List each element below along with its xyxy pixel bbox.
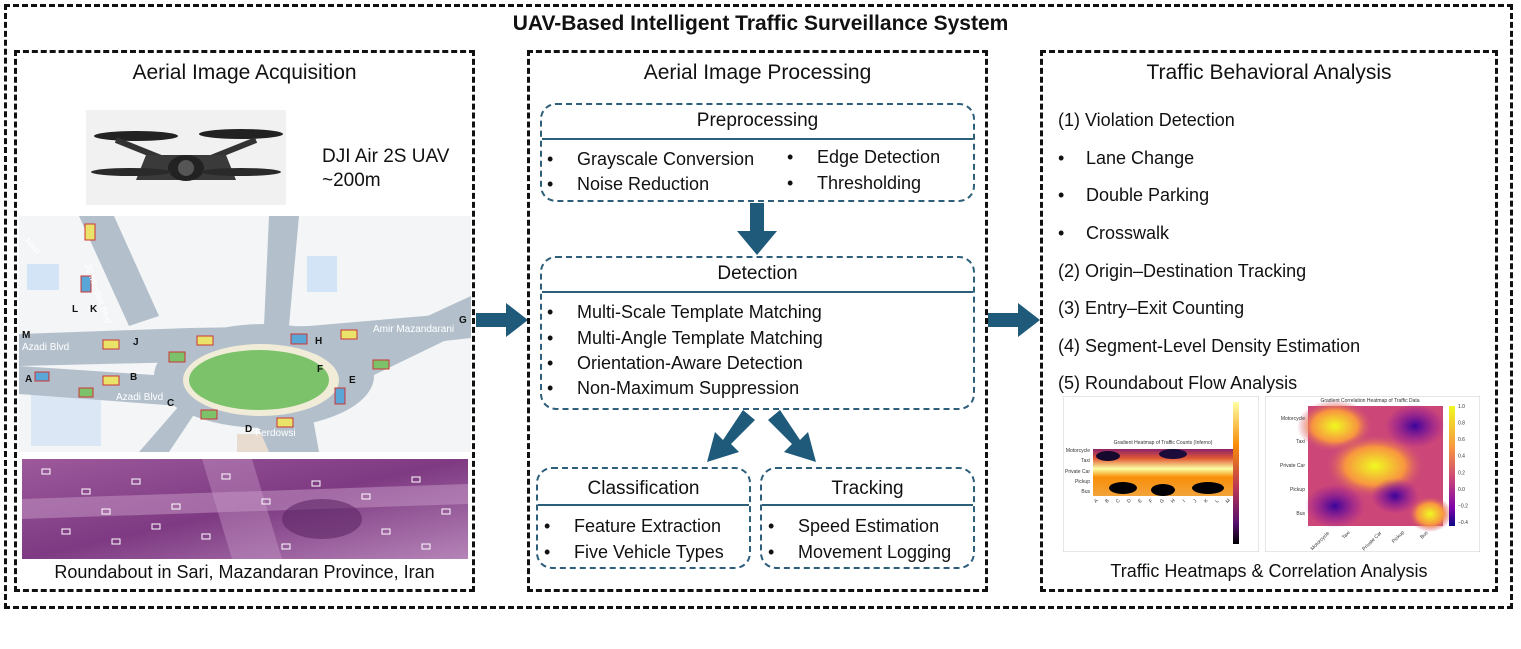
classification-item: Feature Extraction bbox=[544, 516, 721, 537]
map-label-a: A bbox=[25, 374, 33, 385]
preprocessing-item: Edge Detection bbox=[787, 147, 940, 168]
heatmap1-col-label: C bbox=[1115, 498, 1122, 505]
road-label-amir-mazandarani: Amir Mazandarani bbox=[373, 324, 455, 335]
preprocessing-item: Grayscale Conversion bbox=[547, 149, 754, 170]
map-label-m: M bbox=[22, 330, 31, 341]
heatmap2-scale-label: 0.4 bbox=[1458, 454, 1465, 460]
uav-label: DJI Air 2S UAV bbox=[322, 146, 450, 167]
analysis-item: (1) Violation Detection bbox=[1058, 110, 1235, 130]
map-label-c: C bbox=[167, 398, 175, 409]
analysis-sub-item: Crosswalk bbox=[1058, 223, 1169, 244]
uav-altitude: ~200m bbox=[322, 170, 381, 191]
tracking-item: Movement Logging bbox=[768, 542, 951, 563]
panel-acquisition: Aerial Image Acquisition bbox=[14, 50, 475, 592]
heatmap1-col-label: D bbox=[1126, 498, 1133, 505]
map-label-e: E bbox=[349, 375, 356, 386]
heatmap1-col-label: B bbox=[1104, 498, 1111, 505]
heatmap1-title: Gradient Heatmap of Traffic Counts (Infe… bbox=[1114, 440, 1213, 446]
heatmap1-col-label: K bbox=[1203, 498, 1210, 505]
heatmap2-row-label: Motorcycle bbox=[1281, 416, 1305, 422]
tracking-item: Speed Estimation bbox=[768, 516, 939, 537]
heatmap2-scale-label: −0.4 bbox=[1458, 520, 1468, 526]
detection-item: Orientation-Aware Detection bbox=[547, 353, 803, 374]
heatmap1-col-label: A bbox=[1093, 498, 1100, 505]
heatmap1-row-label: Taxi bbox=[1081, 458, 1090, 464]
heatmap1-row-label: Bus bbox=[1081, 489, 1090, 495]
heatmap2-scale-label: −0.2 bbox=[1458, 503, 1468, 509]
detection-item: Non-Maximum Suppression bbox=[547, 378, 799, 399]
heatmap2-row-label: Taxi bbox=[1296, 439, 1305, 445]
map-label-f: F bbox=[317, 364, 324, 375]
analysis-item: (2) Origin–Destination Tracking bbox=[1058, 261, 1307, 281]
heatmap1-col-label: F bbox=[1148, 498, 1154, 504]
panel-acquisition-title: Aerial Image Acquisition bbox=[132, 61, 357, 84]
heatmap2-row-label: Bus bbox=[1296, 511, 1305, 517]
arrow-acquisition-to-processing bbox=[476, 303, 528, 337]
heatmap2-scale-label: 0.6 bbox=[1458, 437, 1465, 443]
heatmap1-col-label: M bbox=[1225, 498, 1232, 505]
map-label-b: B bbox=[130, 372, 138, 383]
arrow-processing-to-analysis bbox=[988, 303, 1040, 337]
drone-icon bbox=[86, 110, 286, 205]
analysis-item: (4) Segment-Level Density Estimation bbox=[1058, 336, 1361, 356]
heatmap2-scale-label: 0.8 bbox=[1458, 421, 1465, 427]
arrow-down-to-tracking bbox=[768, 410, 816, 462]
heatmap2-col-label: Taxi bbox=[1341, 530, 1352, 541]
heatmap1-col-label: G bbox=[1159, 498, 1166, 505]
preprocessing-header: Preprocessing bbox=[542, 105, 973, 140]
map-label-h: H bbox=[315, 336, 323, 347]
heatmap1-row-label: Motorcycle bbox=[1066, 448, 1090, 454]
heatmap1-row-label: Private Car bbox=[1065, 469, 1090, 475]
map-label-g: G bbox=[459, 315, 467, 326]
analysis-item: (5) Roundabout Flow Analysis bbox=[1058, 373, 1298, 393]
arrow-down-to-classification bbox=[707, 410, 755, 462]
detection-item: Multi-Angle Template Matching bbox=[547, 328, 823, 349]
heatmap2-row-label: Private Car bbox=[1280, 463, 1305, 469]
aerial-photo bbox=[22, 459, 468, 559]
heatmap1-col-label: I bbox=[1182, 499, 1187, 504]
detection-item: Multi-Scale Template Matching bbox=[547, 302, 822, 323]
correlation-heatmap: Gradient Correlation Heatmap of Traffic … bbox=[1265, 396, 1480, 552]
panel-processing-title: Aerial Image Processing bbox=[643, 61, 872, 84]
panel-processing: Aerial Image Processing bbox=[527, 50, 988, 592]
heatmap2-row-label: Pickup bbox=[1290, 487, 1305, 493]
roundabout-map bbox=[19, 216, 471, 452]
heatmap1-row-label: Pickup bbox=[1075, 479, 1090, 485]
heatmap2-scale-label: 1.0 bbox=[1458, 404, 1465, 410]
diagram-title: UAV-Based Intelligent Traffic Surveillan… bbox=[512, 12, 1009, 35]
tracking-header: Tracking bbox=[762, 469, 973, 506]
acquisition-caption: Roundabout in Sari, Mazandaran Province,… bbox=[54, 562, 435, 582]
heatmap2-title: Gradient Correlation Heatmap of Traffic … bbox=[1320, 398, 1419, 404]
map-label-l: L bbox=[72, 304, 79, 315]
preprocessing-item: Thresholding bbox=[787, 173, 921, 194]
outer-frame bbox=[4, 4, 1513, 609]
traffic-count-heatmap: Gradient Heatmap of Traffic Counts (Infe… bbox=[1063, 396, 1259, 552]
arrow-down-to-detection bbox=[737, 203, 777, 255]
panel-analysis: Traffic Behavioral Analysis bbox=[1040, 50, 1498, 592]
analysis-sub-item: Double Parking bbox=[1058, 185, 1209, 206]
road-label-azadi-west: Azadi Blvd bbox=[22, 342, 70, 353]
classification-item: Five Vehicle Types bbox=[544, 542, 724, 563]
heatmap2-col-label: Bus bbox=[1419, 530, 1430, 541]
heatmap1-col-label: H bbox=[1170, 498, 1177, 505]
heatmap2-scale-label: 0.2 bbox=[1458, 470, 1465, 476]
map-label-j: J bbox=[133, 337, 139, 348]
road-label-ferdowsi: Ferdowsi bbox=[255, 428, 296, 439]
heatmap1-col-label: J bbox=[1192, 498, 1198, 504]
preprocessing-item: Noise Reduction bbox=[547, 174, 709, 195]
analysis-item: (3) Entry–Exit Counting bbox=[1058, 298, 1245, 318]
panel-analysis-title: Traffic Behavioral Analysis bbox=[1146, 61, 1392, 84]
map-label-k: K bbox=[90, 304, 98, 315]
heatmap2-scale-label: 0.0 bbox=[1458, 487, 1465, 493]
analysis-caption: Traffic Heatmaps & Correlation Analysis bbox=[1110, 561, 1428, 581]
classification-header: Classification bbox=[538, 469, 749, 506]
heatmap1-col-label: L bbox=[1214, 498, 1220, 504]
heatmap1-col-label: E bbox=[1137, 498, 1144, 505]
road-label-azadi-south: Azadi Blvd bbox=[116, 392, 164, 403]
analysis-sub-item: Lane Change bbox=[1058, 148, 1194, 169]
map-label-d: D bbox=[245, 424, 253, 435]
detection-header: Detection bbox=[542, 258, 973, 293]
